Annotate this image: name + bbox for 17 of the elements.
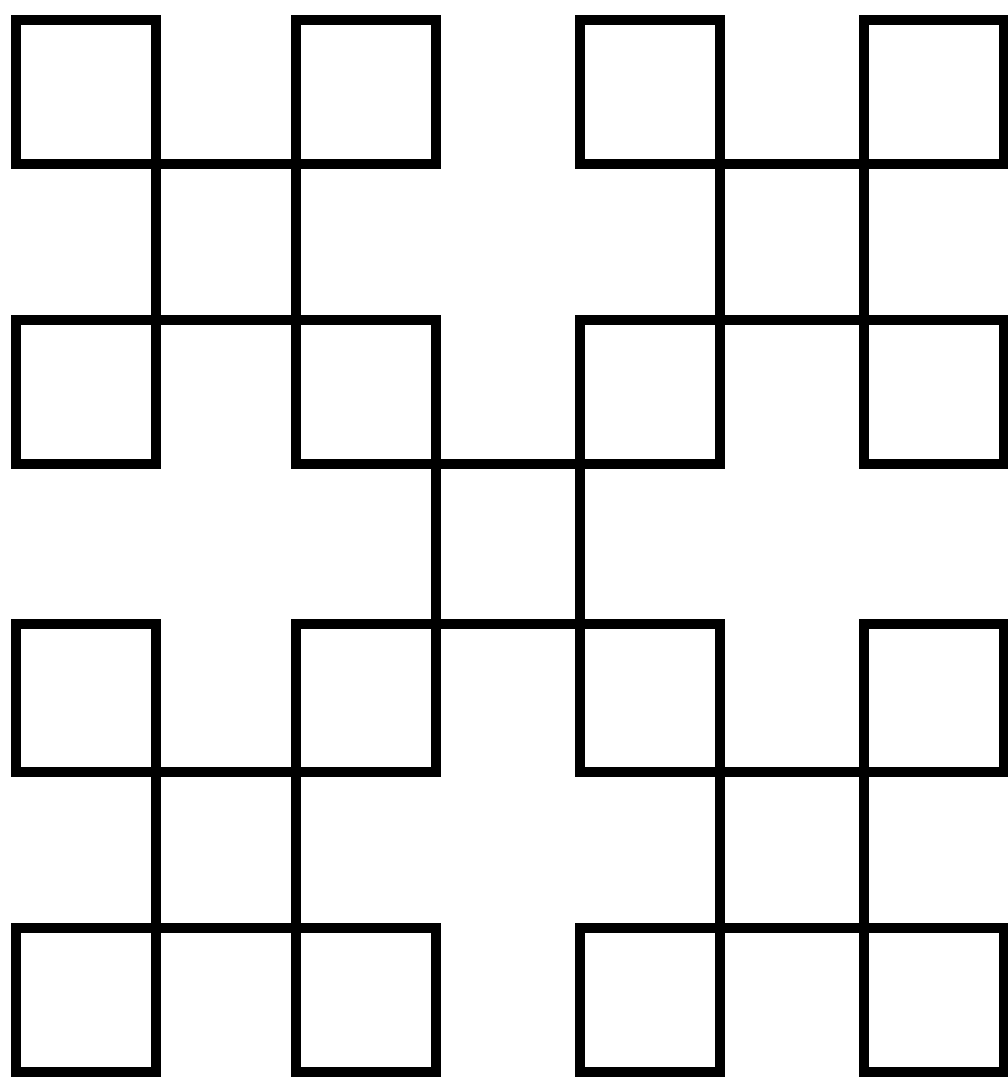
square [151, 767, 301, 933]
square [575, 923, 725, 1077]
square [291, 619, 441, 777]
square [11, 923, 161, 1077]
square [11, 619, 161, 777]
square [575, 619, 725, 777]
square [575, 315, 725, 469]
square [431, 459, 585, 629]
square [715, 159, 869, 325]
square [291, 315, 441, 469]
square [575, 15, 725, 169]
square [291, 15, 441, 169]
square [291, 923, 441, 1077]
square [151, 159, 301, 325]
square [11, 315, 161, 469]
square [11, 15, 161, 169]
square [715, 767, 869, 933]
